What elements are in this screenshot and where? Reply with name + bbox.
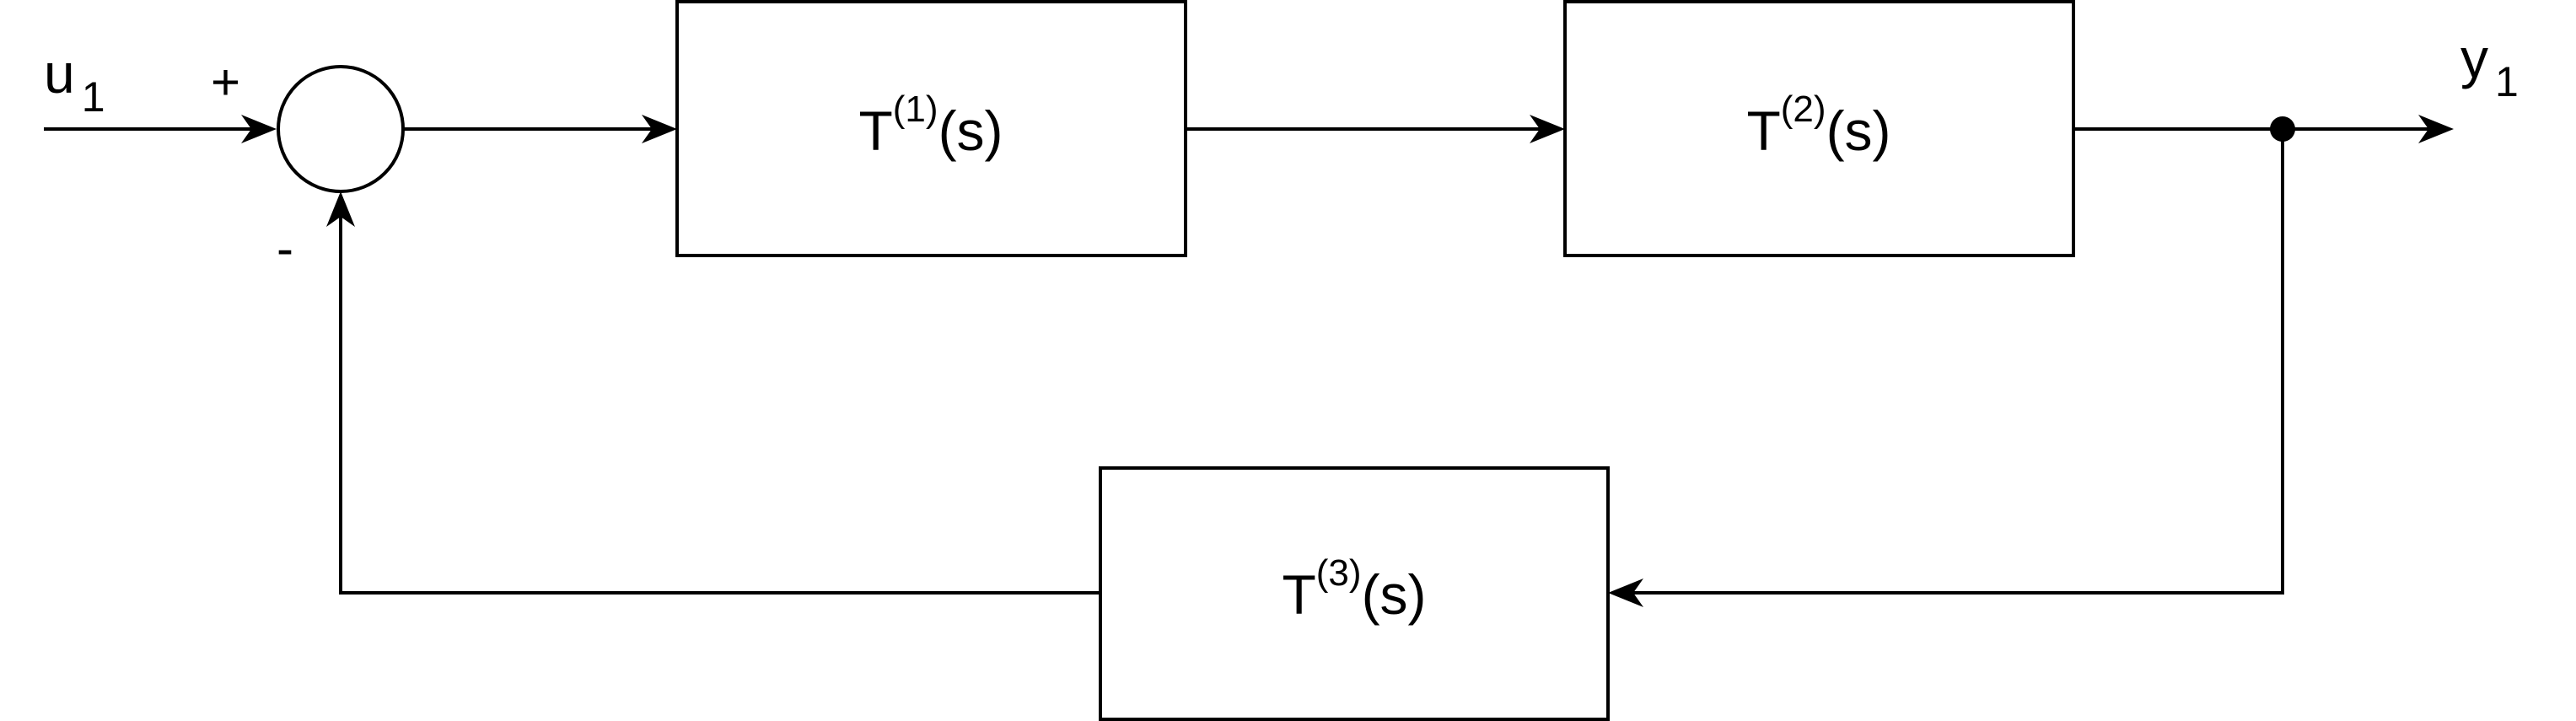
block2-input-arrowhead <box>1530 115 1565 143</box>
block-3-label: T(3)(s) <box>1282 552 1426 626</box>
block-1 <box>675 0 1187 257</box>
input-arrowhead <box>241 115 277 143</box>
feedback-line-left <box>339 211 1100 595</box>
block3-input-arrowhead <box>1608 578 1643 607</box>
block-2-label: T(2)(s) <box>1746 89 1890 162</box>
block1-input-arrowhead <box>642 115 677 143</box>
minus-sign: - <box>277 220 293 277</box>
block-1-label: T(1)(s) <box>858 89 1003 162</box>
plus-sign: + <box>211 54 240 110</box>
summing-junction <box>277 65 405 193</box>
output-arrowhead <box>2418 115 2454 143</box>
block-3 <box>1099 466 1610 721</box>
feedback-arrowhead <box>326 191 355 227</box>
feedback-line-right <box>1627 129 2284 595</box>
